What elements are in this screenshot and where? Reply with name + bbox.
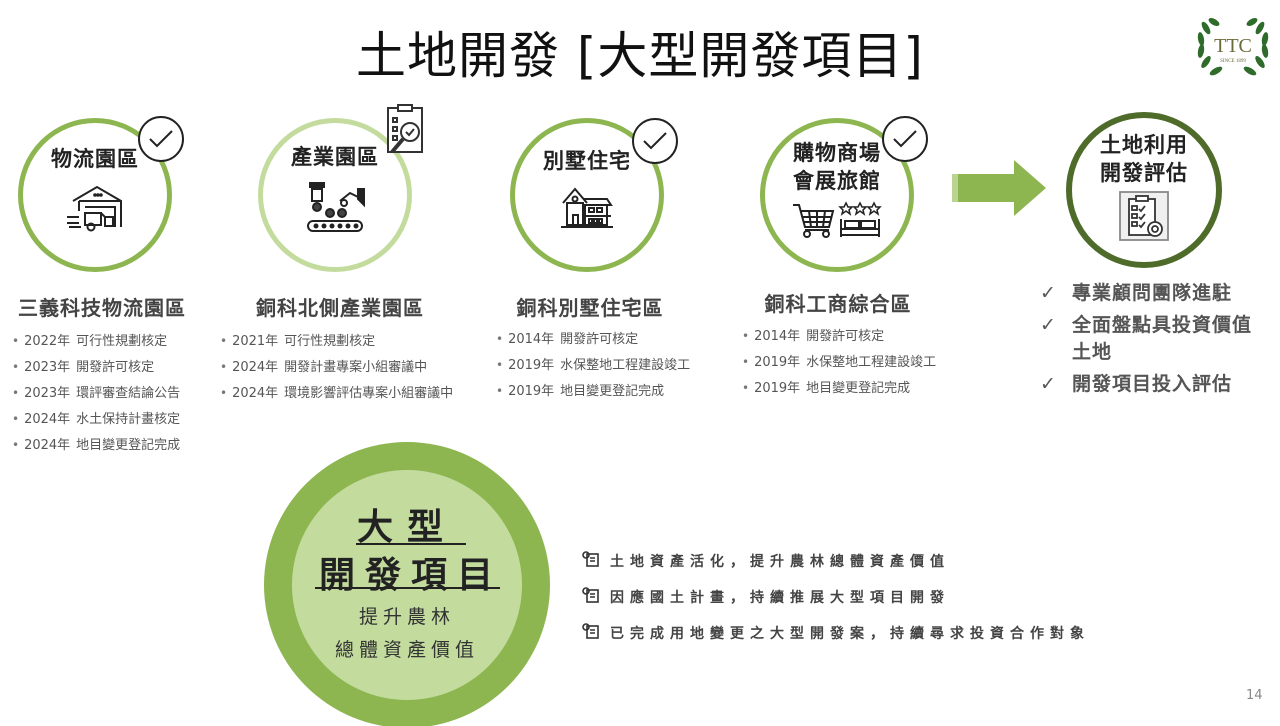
evaluation-ring: 土地利用 開發評估	[1066, 112, 1222, 268]
evaluation-point: ✓全面盤點具投資價值土地	[1040, 312, 1262, 366]
evaluation-point: ✓專業顧問團隊進駐	[1040, 280, 1262, 307]
note-memo-icon	[582, 551, 610, 571]
summary-heading-line2: 開發項目	[318, 555, 503, 596]
category-label: 產業園區	[291, 145, 379, 169]
milestone-item: •2023年開發許可核定	[12, 360, 155, 375]
company-logo: TTC SINCE 1899	[1192, 8, 1274, 82]
category-label-line1: 購物商場	[793, 141, 881, 165]
milestone-item: •2014年開發許可核定	[742, 329, 885, 344]
warehouse-truck-icon	[65, 183, 125, 237]
milestone-item: •2024年環境影響評估專案小組審議中	[220, 386, 454, 401]
summary-note: 因應國土計畫，持續推展大型項目開發	[582, 579, 1090, 615]
summary-note: 已完成用地變更之大型開發案，持續尋求投資合作對象	[582, 615, 1090, 651]
milestone-item: •2019年地目變更登記完成	[496, 384, 665, 399]
milestone-list: •2014年開發許可核定 •2019年水保整地工程建設竣工 •2019年地目變更…	[496, 326, 690, 404]
summary-note: 土地資產活化，提升農林總體資產價值	[582, 543, 1090, 579]
summary-subtitle-line2: 總體資產價值	[334, 639, 479, 661]
page-number: 14	[1246, 688, 1263, 703]
milestone-item: •2019年水保整地工程建設竣工	[496, 358, 691, 373]
category-industrial-ring: 產業園區	[258, 118, 412, 272]
milestone-item: •2014年開發許可核定	[496, 332, 639, 347]
checkmark-icon: ✓	[1040, 373, 1057, 395]
svg-text:SINCE 1899: SINCE 1899	[1220, 59, 1246, 64]
milestone-item: •2021年可行性規劃核定	[220, 334, 376, 349]
underline	[315, 587, 500, 589]
underline	[356, 543, 466, 545]
summary-subtitle-line1: 提升農林	[358, 606, 455, 628]
note-memo-icon	[582, 587, 610, 607]
completed-check-icon	[138, 116, 184, 162]
shopping-cart-hotel-bed-icon	[791, 199, 883, 245]
checkmark-icon: ✓	[1040, 314, 1057, 336]
project-title: 銅科別墅住宅區	[516, 296, 664, 320]
milestone-item: •2024年開發計畫專案小組審議中	[220, 360, 428, 375]
evaluation-point: ✓開發項目投入評估	[1040, 371, 1262, 398]
project-title: 銅科工商綜合區	[764, 292, 912, 316]
evaluation-label-line2: 開發評估	[1100, 161, 1188, 185]
milestone-item: •2023年環評審查結論公告	[12, 386, 181, 401]
laurel-wreath-icon: TTC SINCE 1899	[1197, 18, 1269, 76]
milestone-item: •2024年水土保持計畫核定	[12, 412, 181, 427]
page-title: 土地開發 [大型開發項目]	[356, 27, 924, 85]
project-title: 三義科技物流園區	[18, 296, 186, 320]
factory-robot-conveyor-icon	[304, 181, 366, 239]
category-label-line2: 會展旅館	[793, 169, 881, 193]
category-label: 別墅住宅	[543, 149, 631, 173]
evaluation-label-line1: 土地利用	[1100, 133, 1188, 157]
clipboard-review-icon	[384, 104, 426, 160]
completed-check-icon	[882, 116, 928, 162]
checklist-gear-icon	[1119, 191, 1169, 245]
summary-notes: 土地資產活化，提升農林總體資產價值 因應國土計畫，持續推展大型項目開發 已完成用…	[582, 543, 1090, 651]
house-icon	[559, 185, 615, 235]
milestone-list: •2014年開發許可核定 •2019年水保整地工程建設竣工 •2019年地目變更…	[742, 323, 936, 401]
note-memo-icon	[582, 623, 610, 643]
milestone-list: •2021年可行性規劃核定 •2024年開發計畫專案小組審議中 •2024年環境…	[220, 328, 453, 406]
category-label: 物流園區	[51, 147, 139, 171]
milestone-item: •2019年水保整地工程建設竣工	[742, 355, 937, 370]
milestone-item: •2024年地目變更登記完成	[12, 438, 181, 453]
milestone-item: •2019年地目變更登記完成	[742, 381, 911, 396]
summary-circle: 大型 開發項目 提升農林 總體資產價值	[264, 442, 550, 726]
checkmark-icon: ✓	[1040, 282, 1057, 304]
milestone-list: •2022年可行性規劃核定 •2023年開發許可核定 •2023年環評審查結論公…	[12, 328, 180, 458]
right-arrow-icon	[950, 158, 1048, 224]
logo-text: TTC	[1214, 35, 1252, 57]
project-title: 銅科北側產業園區	[256, 296, 424, 320]
summary-heading-line1: 大型	[356, 507, 457, 548]
milestone-item: •2022年可行性規劃核定	[12, 334, 168, 349]
evaluation-points: ✓專業顧問團隊進駐 ✓全面盤點具投資價值土地 ✓開發項目投入評估	[1040, 280, 1262, 403]
completed-check-icon	[632, 118, 678, 164]
